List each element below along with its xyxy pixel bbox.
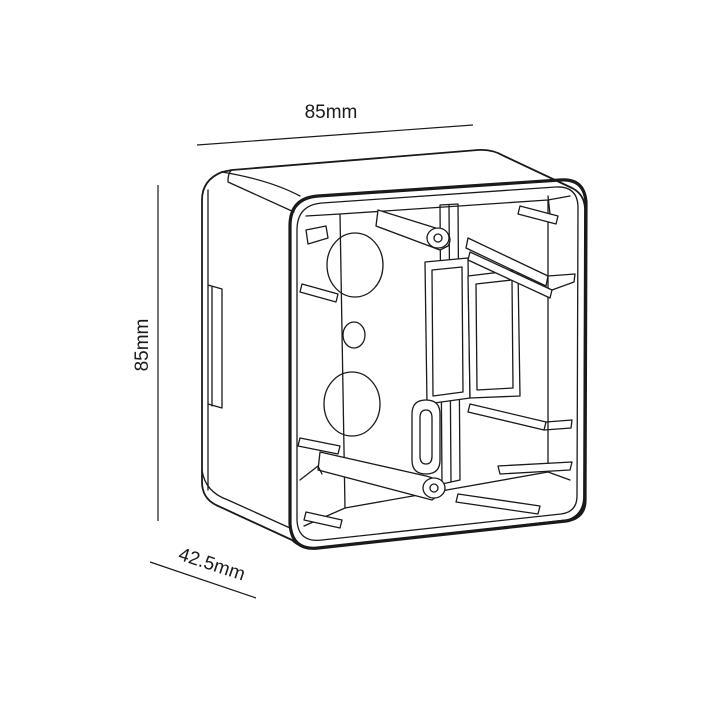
clip-corner-top-right — [517, 205, 559, 225]
screw-hole-top — [433, 233, 443, 243]
box-top-edge — [227, 169, 295, 213]
keyhole-slot-inner — [419, 409, 433, 465]
clip-corner-tr-post — [547, 195, 551, 215]
side-notch — [207, 284, 223, 409]
clip-left-bottom — [297, 437, 341, 455]
mount-block-inner — [431, 266, 464, 397]
clip-right-top-tip — [547, 273, 576, 291]
height-dimension-label: 85mm — [132, 319, 153, 372]
knockouts — [323, 232, 384, 437]
knockout-hole-small — [342, 321, 366, 349]
clip-right-top-1 — [465, 237, 549, 287]
knockout-hole-bottom — [323, 371, 381, 437]
inner-ledge-right-bottom — [547, 471, 571, 481]
width-dimension-label: 85mm — [305, 102, 358, 123]
side-bottom-edge — [201, 469, 291, 529]
mount-recess-inner — [475, 279, 514, 391]
depth-dimension-label: 42.5mm — [176, 544, 248, 585]
clip-left-top — [299, 283, 339, 303]
clip-right-mid-tip — [543, 419, 573, 431]
center-mount — [411, 257, 521, 475]
width-dimension-line — [196, 124, 474, 146]
front-rim-inner — [296, 186, 579, 541]
clip-left-corner — [305, 225, 329, 245]
knockout-hole-top — [326, 232, 384, 298]
box-top-inner-edge — [221, 171, 301, 197]
screw-head-top — [426, 227, 450, 249]
clip-right-top-2 — [467, 251, 553, 299]
clip-left-hook — [299, 465, 323, 481]
clip-right-bottom — [497, 461, 573, 475]
clips — [297, 195, 576, 529]
inner-ledge-right-top — [547, 195, 571, 201]
inner-ledge-top — [305, 213, 341, 217]
depth-dimension-line — [149, 561, 257, 599]
clip-left-lower — [303, 511, 343, 529]
clip-bottom-center — [455, 493, 541, 515]
screw-head-bottom — [422, 477, 446, 499]
clip-right-mid-1 — [467, 403, 547, 431]
screw-hole-bottom — [429, 483, 439, 493]
front-rim — [288, 178, 588, 550]
front-rim-outer — [288, 178, 588, 550]
keyhole-slot — [411, 399, 441, 475]
screw-bosses — [317, 209, 451, 501]
